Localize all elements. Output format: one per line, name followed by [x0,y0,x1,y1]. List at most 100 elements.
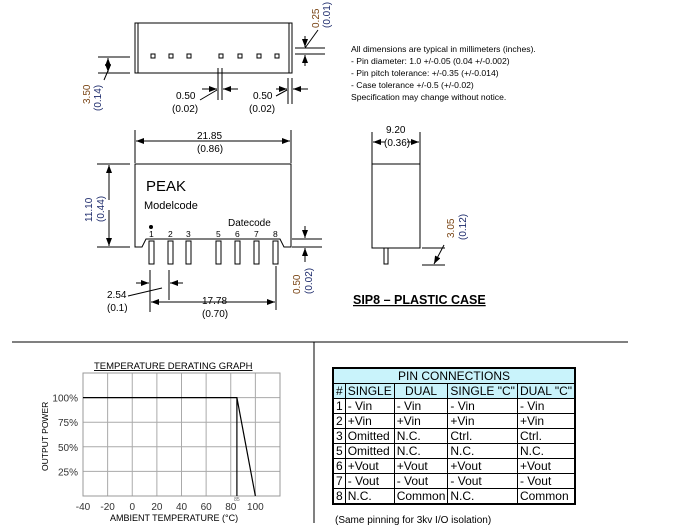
table-cell: - Vout [393,473,449,489]
dim-text: (0.44) [96,196,107,222]
table-cell: +Vin [516,413,576,429]
plot-frame [82,372,281,497]
pin1-dot [149,225,153,229]
model-code: Modelcode [144,200,198,212]
svg-text:- Pin pitch tolerance: +/-0.35: - Pin pitch tolerance: +/-0.35 (+/-0.014… [351,68,499,78]
y-tick-label: 50% [58,443,78,454]
table-row: 1- Vin- Vin- Vin- Vin [332,398,576,414]
svg-text:8: 8 [273,229,278,239]
x-tick-label: 0 [129,502,135,513]
graph-ylabel: OUTPUT POWER [40,402,50,471]
table-cell: - Vout [344,473,395,489]
table-row: 6+Vout+Vout+Vout+Vout [332,458,576,474]
table-cell: 1 [332,398,346,414]
svg-text:1: 1 [149,229,154,239]
y-tick-label: 25% [58,467,78,478]
dim-text: 21.85 [197,131,222,142]
derating-graph: TEMPERATURE DERATING GRAPH OUTPUT POWER … [40,361,281,523]
side-view-body [371,163,421,249]
dim-text: 0.50 [176,91,196,102]
x-tick-label: -20 [100,502,115,513]
table-footnote: (Same pinning for 3kv I/O isolation) [335,515,492,526]
graph-xlabel: AMBIENT TEMPERATURE (°C) [110,513,238,523]
table-cell: 6 [332,458,346,474]
module-pins [148,240,279,265]
dim-text: 2.54 [107,290,127,301]
svg-text:Specification may change witho: Specification may change without notice. [351,92,506,102]
table-cell: +Vin [393,413,449,429]
brand-logo: PEAK [146,178,186,195]
marker-label: 85 [234,497,240,503]
svg-text:7: 7 [254,229,259,239]
top-view-body [134,22,293,74]
table-cell: N.C. [447,488,518,505]
table-cell: - Vin [393,398,449,414]
dim-text: 0.25 [311,8,322,28]
column-header: DUAL [393,383,449,399]
dim-text: (0.86) [197,144,223,155]
pin-connections-table: PIN CONNECTIONS # SINGLE DUAL SINGLE "C"… [332,367,577,505]
svg-text:PEAK: PEAK [146,178,186,195]
table-cell: 3 [332,428,346,444]
dim-text: (0.36) [384,138,410,149]
table-cell: Common [516,488,576,505]
dim-text: (0.70) [202,309,228,320]
table-cell: 5 [332,443,346,459]
dim-text: (0.02) [304,268,315,294]
x-tick-label: 40 [176,502,188,513]
table-row: 7- Vout- Vout- Vout- Vout [332,473,576,489]
dim-text: (0.02) [249,104,275,115]
table-cell: - Vout [516,473,576,489]
dim-text: (0.12) [458,214,469,240]
column-header: # [332,383,346,399]
table-row: 2+Vin+Vin+Vin+Vin [332,413,576,429]
date-code: Datecode [228,218,271,229]
table-cell: N.C. [344,488,395,505]
table-cell: +Vout [447,458,518,474]
column-header: SINGLE [344,383,395,399]
svg-text:- Case tolerance +/-0.5 (+/-0.: - Case tolerance +/-0.5 (+/-0.02) [351,80,474,90]
svg-text:3: 3 [186,229,191,239]
table-cell: N.C. [447,443,518,459]
table-cell: Omitted [344,443,395,459]
x-tick-label: 80 [225,502,237,513]
table-cell: N.C. [393,443,449,459]
module-body [134,163,292,248]
table-cell: +Vout [516,458,576,474]
table-cell: 2 [332,413,346,429]
table-cell: +Vin [344,413,395,429]
dim-text: 9.20 [386,125,406,136]
dim-text: (0.14) [93,85,104,111]
svg-text:6: 6 [235,229,240,239]
dim-text: 0.50 [292,274,303,294]
pin-numbers: 1 2 3 5 6 7 8 [149,229,278,239]
table-cell: +Vout [393,458,449,474]
x-tick-label: 60 [201,502,213,513]
column-header: DUAL "C" [516,383,576,399]
table-cell: - Vin [344,398,395,414]
side-view-pin [383,247,389,265]
svg-text:5: 5 [216,229,221,239]
dim-text: 3.05 [446,218,457,238]
table-cell: - Vout [447,473,518,489]
table-cell: 8 [332,488,346,505]
dim-text: 0.50 [253,91,273,102]
dim-text: (0.1) [107,303,128,314]
table-cell: - Vin [516,398,576,414]
table-cell: - Vin [447,398,518,414]
dim-text: 11.10 [84,197,95,222]
dim-text: (0.01) [322,2,333,28]
x-tick-label: 100 [247,502,264,513]
y-tick-label: 75% [58,418,78,429]
table-cell: Ctrl. [516,428,576,444]
dim-text: 17.78 [202,296,227,307]
dimension-notes: All dimensions are typical in millimeter… [351,44,536,102]
x-tick-label: 20 [151,502,163,513]
table-cell: +Vout [344,458,395,474]
graph-title: TEMPERATURE DERATING GRAPH [94,361,253,372]
top-view-pins [150,53,280,59]
table-title: PIN CONNECTIONS [332,367,576,384]
